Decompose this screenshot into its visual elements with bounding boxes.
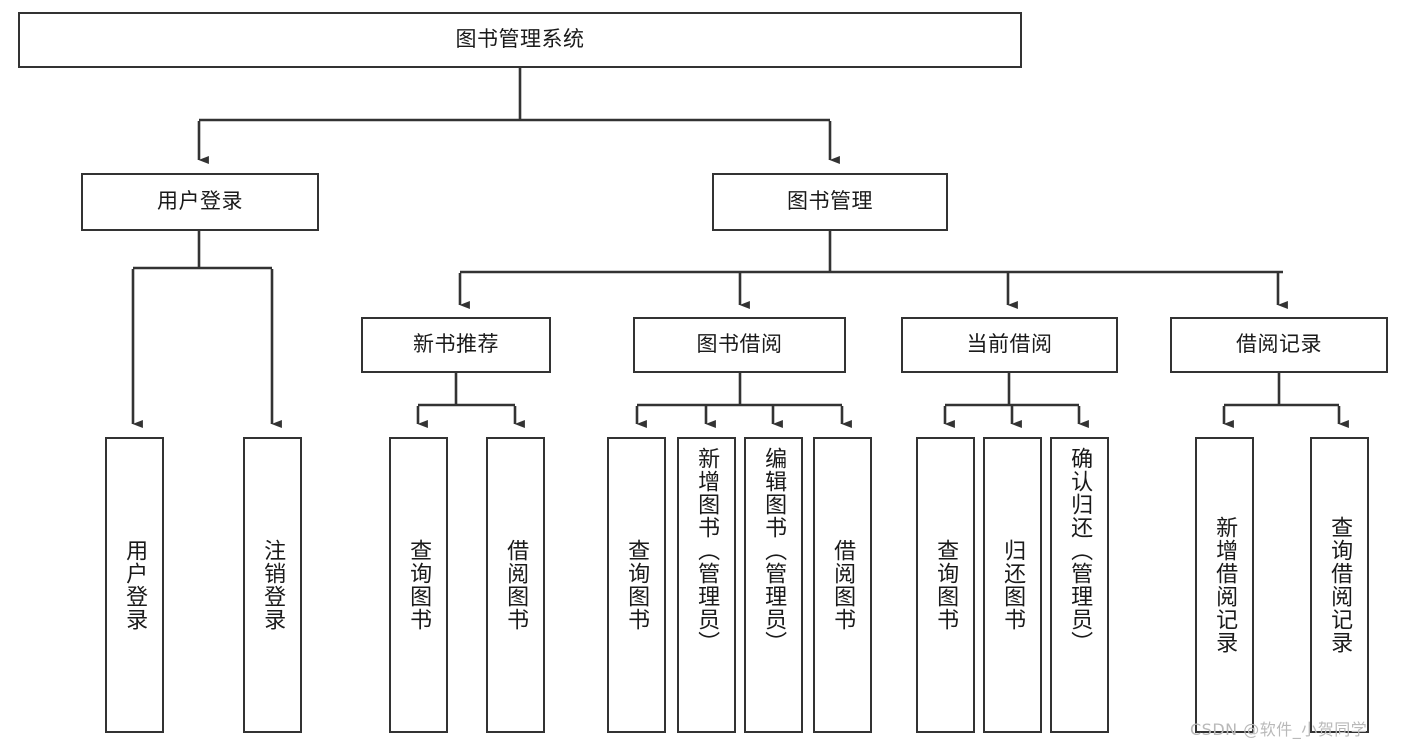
node-leaf-edit-book-admin[interactable]: 编辑图书（管理员） — [744, 437, 803, 733]
node-book-management[interactable]: 图书管理 — [712, 173, 948, 231]
csdn-watermark: CSDN @软件_小贺同学 — [1190, 720, 1368, 739]
node-current-borrow[interactable]: 当前借阅 — [901, 317, 1118, 373]
node-leaf-query-book-borrow-label: 查询图书 — [624, 539, 650, 631]
node-leaf-query-borrow-record-label: 查询借阅记录 — [1327, 516, 1353, 654]
node-new-book-recommend[interactable]: 新书推荐 — [361, 317, 551, 373]
node-current-borrow-label: 当前借阅 — [966, 332, 1053, 357]
node-new-book-recommend-label: 新书推荐 — [413, 332, 499, 357]
node-book-borrow[interactable]: 图书借阅 — [633, 317, 846, 373]
node-leaf-query-borrow-record[interactable]: 查询借阅记录 — [1310, 437, 1369, 733]
node-leaf-query-book-current-label: 查询图书 — [933, 539, 959, 631]
node-leaf-confirm-return-admin-label: 确认归还（管理员） — [1067, 447, 1093, 654]
node-book-management-label: 图书管理 — [787, 189, 873, 214]
node-leaf-user-logout[interactable]: 注销登录 — [243, 437, 302, 733]
node-leaf-add-book-admin-label: 新增图书（管理员） — [694, 447, 720, 654]
node-root-label: 图书管理系统 — [455, 27, 585, 52]
node-leaf-add-book-admin[interactable]: 新增图书（管理员） — [677, 437, 736, 733]
node-book-borrow-label: 图书借阅 — [696, 332, 783, 357]
node-user-login-label: 用户登录 — [157, 189, 243, 214]
node-leaf-confirm-return-admin[interactable]: 确认归还（管理员） — [1050, 437, 1109, 733]
node-leaf-query-book-borrow[interactable]: 查询图书 — [607, 437, 666, 733]
node-leaf-borrow-book-label: 借阅图书 — [830, 539, 856, 631]
node-leaf-query-book-rec[interactable]: 查询图书 — [389, 437, 448, 733]
node-borrow-record[interactable]: 借阅记录 — [1170, 317, 1388, 373]
node-borrow-record-label: 借阅记录 — [1236, 332, 1322, 357]
node-leaf-return-book[interactable]: 归还图书 — [983, 437, 1042, 733]
node-leaf-add-borrow-record-label: 新增借阅记录 — [1212, 516, 1238, 654]
node-leaf-user-login[interactable]: 用户登录 — [105, 437, 164, 733]
node-leaf-borrow-book[interactable]: 借阅图书 — [813, 437, 872, 733]
node-leaf-return-book-label: 归还图书 — [1000, 539, 1026, 631]
node-leaf-query-book-current[interactable]: 查询图书 — [916, 437, 975, 733]
node-leaf-query-book-rec-label: 查询图书 — [406, 539, 432, 631]
node-leaf-borrow-book-rec-label: 借阅图书 — [503, 539, 529, 631]
node-leaf-user-login-label: 用户登录 — [122, 539, 148, 631]
node-leaf-borrow-book-rec[interactable]: 借阅图书 — [486, 437, 545, 733]
node-leaf-add-borrow-record[interactable]: 新增借阅记录 — [1195, 437, 1254, 733]
node-root[interactable]: 图书管理系统 — [18, 12, 1022, 68]
node-leaf-edit-book-admin-label: 编辑图书（管理员） — [761, 447, 787, 654]
node-user-login[interactable]: 用户登录 — [81, 173, 319, 231]
node-leaf-user-logout-label: 注销登录 — [260, 539, 286, 631]
